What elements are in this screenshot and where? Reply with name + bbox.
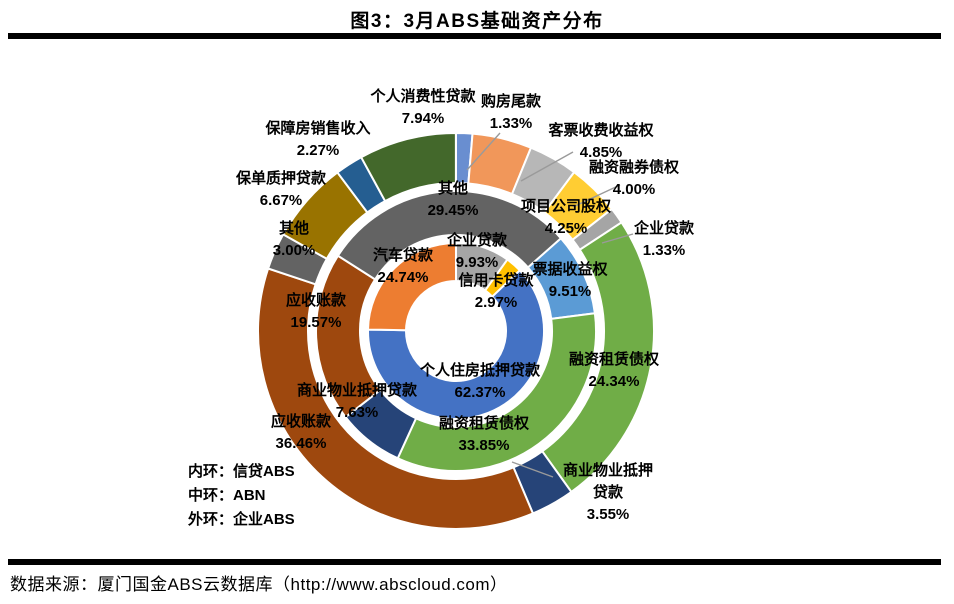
- label-leader-line: [601, 233, 634, 244]
- donut-segment-inner: [367, 268, 545, 420]
- donut-segment-middle: [396, 312, 597, 472]
- legend-middle-ring: 中环：ABN: [188, 487, 266, 504]
- legend-inner-ring: 内环：信贷ABS: [188, 463, 295, 480]
- legend-outer-ring: 外环：企业ABS: [188, 511, 295, 528]
- ring-legend: 内环：信贷ABS 中环：ABN 外环：企业ABS: [188, 460, 295, 532]
- chart-title: 图3：3月ABS基础资产分布: [350, 11, 604, 32]
- top-divider: [8, 33, 941, 39]
- label-leader-line: [520, 151, 574, 182]
- donut-segment-inner: [483, 258, 522, 298]
- label-leader-line: [511, 461, 554, 478]
- label-leader-line: [466, 132, 501, 171]
- donut-segment-outer: [257, 267, 535, 530]
- label-leader-line: [572, 184, 621, 208]
- data-source: 数据来源：厦门国金ABS云数据库（http://www.abscloud.com…: [10, 575, 508, 594]
- donut-segment-middle: [336, 190, 563, 281]
- donut-segment-outer: [359, 131, 457, 203]
- bottom-divider: [8, 559, 941, 565]
